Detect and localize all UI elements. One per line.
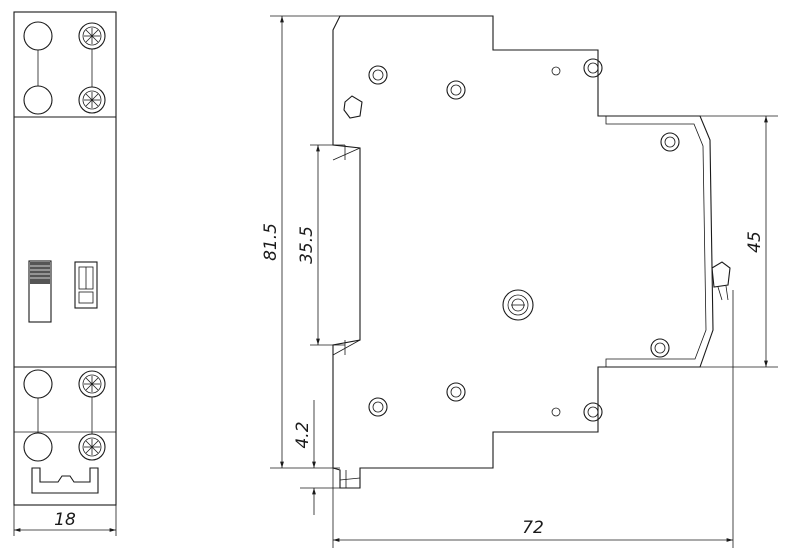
rivet-icon <box>650 338 670 358</box>
side-body-outline <box>332 15 714 489</box>
dimension-height-label: 81.5 <box>261 223 281 261</box>
dimension-front-label: 45 <box>745 231 765 253</box>
dimension-rail-label: 35.5 <box>297 226 317 264</box>
cross-screw-icon <box>78 433 106 461</box>
terminal-hole-icon <box>23 85 53 115</box>
terminal-hole-icon <box>23 369 53 399</box>
indicator-window-icon <box>74 261 98 309</box>
side-clip-tab <box>339 470 361 488</box>
adjust-screw-icon <box>502 289 534 321</box>
din-clip <box>31 467 99 494</box>
top-terminals <box>23 21 106 115</box>
rivet-icon <box>368 65 388 85</box>
terminal-hole-icon <box>23 21 53 51</box>
rivet-icon <box>446 382 466 402</box>
small-hole <box>551 407 561 417</box>
cross-screw-icon <box>78 86 106 114</box>
side-latch <box>343 95 363 119</box>
terminal-hole-icon <box>23 432 53 462</box>
rivet-icon <box>660 132 680 152</box>
rivet-icon <box>583 58 603 78</box>
small-hole <box>551 66 561 76</box>
rivet-icon <box>583 402 603 422</box>
front-body-outline <box>13 11 117 506</box>
rivet-icon <box>446 80 466 100</box>
dimension-depth-label: 72 <box>522 518 544 538</box>
toggle-switch-icon <box>28 260 52 323</box>
dimension-clip-label: 4.2 <box>293 421 313 448</box>
side-toggle-stub <box>711 261 731 288</box>
dimension-width-label: 18 <box>54 510 76 530</box>
bottom-terminals <box>23 369 106 462</box>
front-view: 18 <box>13 11 117 536</box>
dimensions: 81.5 35.5 4.2 72 45 <box>261 15 778 548</box>
side-front-contour <box>605 116 707 367</box>
cross-screw-icon <box>78 370 106 398</box>
cross-screw-icon <box>78 22 106 50</box>
rivet-icon <box>368 397 388 417</box>
side-view <box>332 15 731 489</box>
